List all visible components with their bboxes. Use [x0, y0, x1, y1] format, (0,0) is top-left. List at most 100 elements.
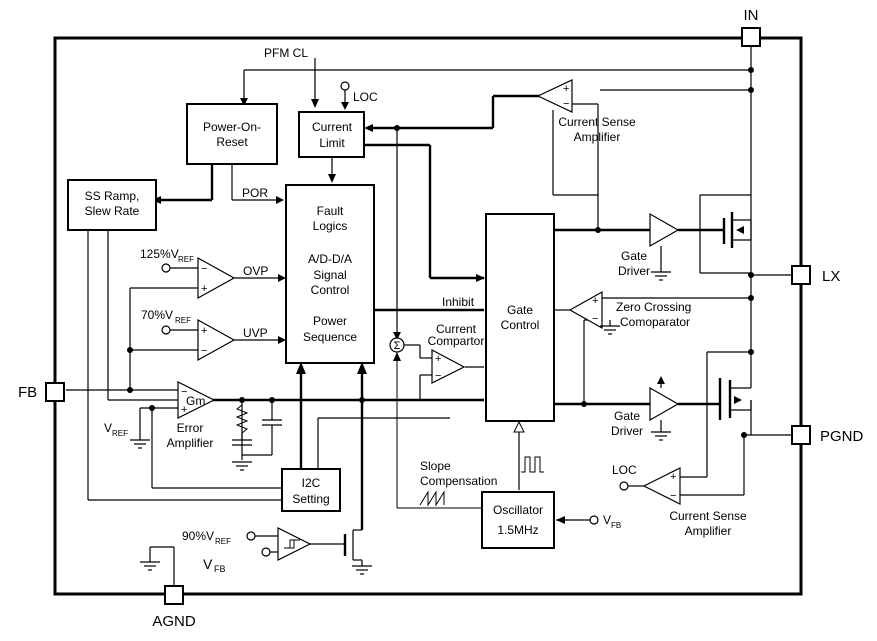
ovp-comparator: − +	[197, 256, 236, 300]
zero-crossing-comparator: + −	[568, 290, 603, 330]
svg-text:−: −	[670, 490, 676, 502]
pin-pgnd: PGND	[791, 425, 864, 445]
pin-fb-label: FB	[18, 384, 37, 401]
svg-text:−: −	[563, 98, 569, 110]
pin-lx-label: LX	[822, 268, 840, 285]
high-side-mosfet	[722, 212, 752, 248]
oscillator-line2: 1.5MHz	[497, 523, 538, 537]
cs-amp-bottom-line2: Amplifier	[685, 524, 732, 538]
por-label: POR	[242, 186, 268, 200]
wires	[66, 47, 793, 586]
vref-label: V	[104, 421, 112, 435]
pin-in: IN	[741, 7, 761, 47]
terminal-circles	[161, 81, 644, 557]
vfb-left-sub: FB	[214, 564, 226, 574]
ovp-label: OVP	[243, 264, 268, 278]
power-sequence-line2: Sequence	[303, 330, 357, 344]
svg-text:+: +	[181, 404, 187, 416]
power-sequence-line1: Power	[313, 314, 347, 328]
svg-text:+: +	[592, 295, 598, 307]
svg-text:−: −	[201, 345, 207, 357]
current-comparator: + −	[431, 349, 466, 384]
block-ss-ramp: SS Ramp, Slew Rate	[67, 179, 157, 231]
uvp-comparator: + −	[197, 318, 236, 362]
zero-crossing-line2: Comoparator	[620, 315, 690, 329]
gate-driver-bottom-line1: Gate	[614, 409, 640, 423]
svg-text:+: +	[563, 83, 569, 95]
current-sense-amplifier-top: + −	[536, 79, 573, 113]
pin-fb: FB	[18, 382, 65, 402]
svg-text:+: +	[201, 283, 207, 295]
block-power-on-reset: Power-On- Reset	[186, 103, 278, 165]
block-gate-control: Gate Control	[485, 213, 555, 422]
slope-comp-line1: Slope	[420, 459, 451, 473]
gate-control-line1: Gate	[507, 303, 533, 317]
block-i2c-setting: I2C Setting	[281, 468, 341, 512]
svg-text:+: +	[201, 325, 207, 337]
schmitt-comparator	[277, 527, 312, 561]
slope-waveform-icon	[419, 490, 445, 507]
gate-driver-top	[649, 212, 680, 248]
fault-logics-line1: Fault	[317, 204, 344, 218]
pin-in-label: IN	[744, 7, 759, 24]
loc-top-label: LOC	[353, 90, 378, 104]
svg-text:−: −	[201, 263, 207, 275]
ref90-label: 90%V	[182, 529, 214, 543]
slope-comp-line2: Compensation	[420, 474, 497, 488]
loc-bottom-label: LOC	[612, 463, 637, 477]
chip-outline	[53, 36, 803, 596]
cs-amp-top-line2: Amplifier	[574, 130, 621, 144]
current-limit-line1: Current	[312, 120, 353, 134]
vref-sub: REF	[112, 429, 128, 438]
i2c-line2: Setting	[292, 492, 329, 506]
current-limit-line2: Limit	[319, 136, 345, 150]
clock-waveform-icon	[521, 456, 544, 473]
svg-text:−: −	[592, 313, 598, 325]
gate-driver-bottom	[649, 386, 680, 422]
vfb-right-label: V	[603, 513, 611, 527]
ref70-sub: REF	[175, 316, 191, 325]
svg-text:+: +	[670, 471, 676, 483]
vfb-right-sub: FB	[611, 521, 621, 530]
fault-logics-line2: Logics	[313, 219, 348, 233]
error-amp-line2: Amplifier	[167, 436, 214, 450]
cs-amp-bottom-line1: Current Sense	[669, 509, 747, 523]
adda-line1: A/D-D/A	[308, 252, 352, 266]
small-mosfet	[343, 534, 363, 566]
ground-symbols	[130, 246, 671, 575]
ref90-sub: REF	[215, 537, 231, 546]
ref70-label: 70%V	[141, 308, 173, 322]
svg-text:+: +	[435, 353, 441, 365]
svg-text:−: −	[181, 386, 187, 398]
current-sense-amplifier-bottom: + −	[642, 467, 681, 505]
pin-lx: LX	[791, 265, 840, 285]
block-current-limit: Current Limit	[298, 111, 365, 158]
pfm-cl-label: PFM CL	[264, 46, 308, 60]
ss-ramp-line2: Slew Rate	[85, 204, 140, 218]
vfb-left-label: V	[203, 556, 213, 572]
error-amplifier: − +	[177, 381, 216, 419]
gate-driver-top-line2: Driver	[618, 264, 650, 278]
ss-ramp-line1: SS Ramp,	[85, 189, 140, 203]
power-on-reset-line1: Power-On-	[203, 120, 261, 134]
ref125-sub: REF	[178, 255, 194, 264]
adda-line3: Control	[311, 283, 350, 297]
gate-driver-bottom-line2: Driver	[611, 424, 643, 438]
inhibit-label: Inhibit	[442, 295, 475, 309]
junction-dots	[127, 67, 754, 438]
uvp-label: UVP	[243, 326, 268, 340]
adda-line2: Signal	[313, 268, 346, 282]
low-side-mosfet	[718, 378, 752, 420]
block-oscillator: Oscillator 1.5MHz	[481, 491, 555, 549]
gate-driver-top-line1: Gate	[621, 249, 647, 263]
zero-crossing-line1: Zero Crossing	[616, 300, 691, 314]
gm-label: Gm	[186, 394, 205, 408]
i2c-line1: I2C	[302, 476, 321, 490]
pin-agnd: AGND	[152, 585, 196, 630]
current-comp-line1: Current	[436, 322, 477, 336]
pin-agnd-label: AGND	[152, 613, 196, 630]
power-on-reset-line2: Reset	[216, 135, 248, 149]
svg-text:−: −	[435, 370, 441, 382]
gate-control-line2: Control	[501, 318, 540, 332]
